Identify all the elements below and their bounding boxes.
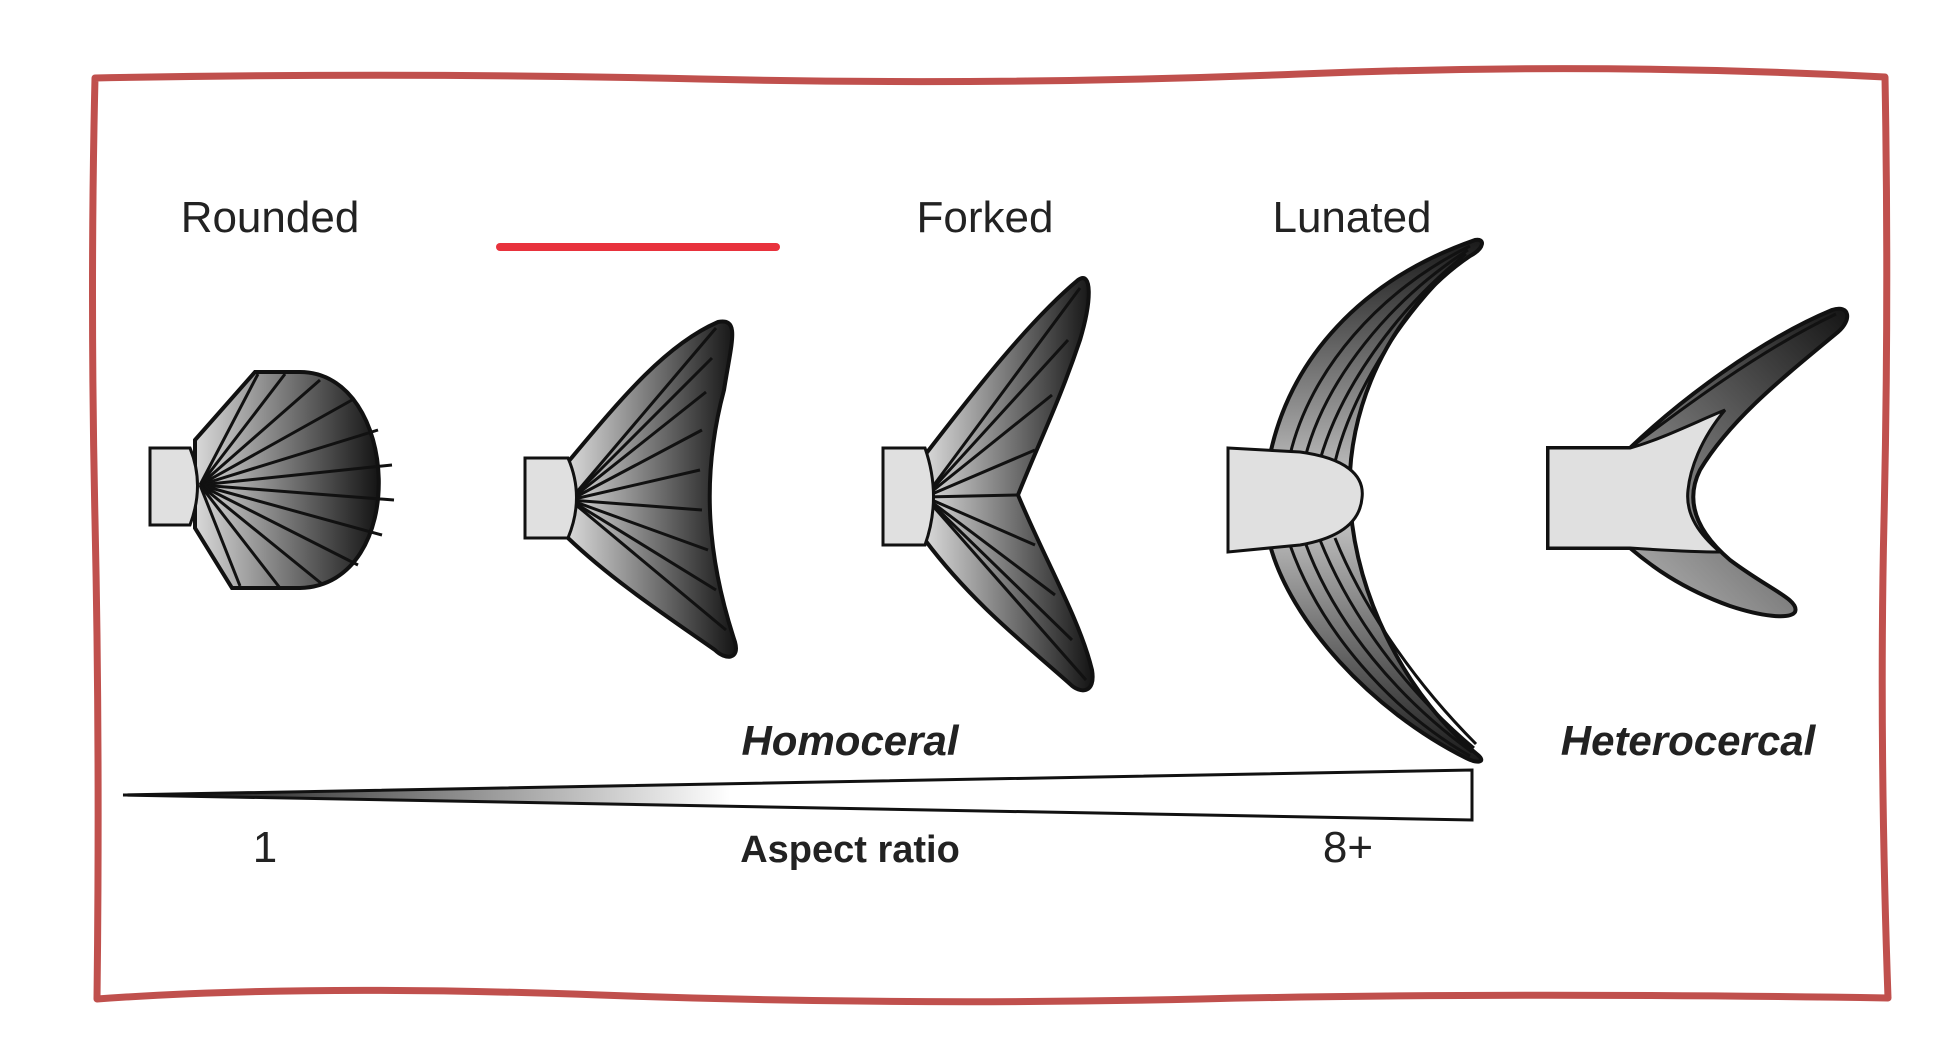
frame-border [89,65,1892,1006]
label-homocercal: Homoceral [741,717,959,764]
aspect-max-label: 8+ [1323,823,1373,872]
forked-tail [881,276,1095,693]
aspect-ratio-title: Aspect ratio [740,829,960,871]
aspect-ratio-wedge [122,768,1474,822]
forked-peduncle [881,446,935,547]
emarginate-peduncle [523,456,578,540]
label-lunated: Lunated [1272,193,1431,242]
aspect-min-label: 1 [253,823,277,872]
heterocercal-tail [1546,306,1849,619]
emarginate-tail [523,319,738,659]
label-forked: Forked [917,193,1054,242]
label-heterocercal: Heterocercal [1561,717,1817,764]
lunate-tail [1226,237,1484,764]
rounded-tail [148,370,395,590]
label-rounded: Rounded [181,193,360,242]
rounded-peduncle [148,446,199,527]
lunate-peduncle [1226,446,1364,554]
